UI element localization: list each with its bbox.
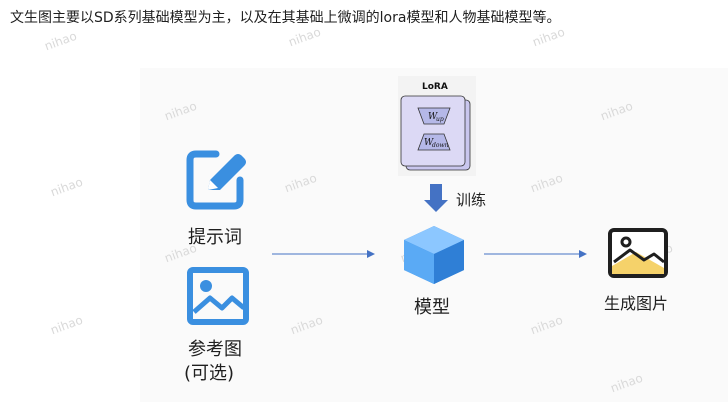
train-label: 训练 (456, 191, 487, 209)
model-label: 模型 (414, 297, 450, 318)
reference-optional-label: (可选) (184, 363, 235, 384)
lora-diagram: W up W down (398, 76, 476, 176)
output-image-icon (608, 228, 668, 278)
w-up-symbol: W (428, 112, 438, 122)
cube-icon (404, 226, 464, 284)
intro-text: 文生图主要以SD系列基础模型为主，以及在其基础上微调的lora模型和人物基础模型… (10, 10, 561, 26)
w-down-symbol: W (424, 138, 434, 148)
train-arrow (424, 184, 448, 212)
lora-title: LoRA (422, 82, 448, 92)
pencil-square-icon (186, 150, 246, 210)
w-up-subscript: up (436, 116, 444, 123)
reference-label: 参考图 (188, 339, 242, 360)
image-icon (187, 267, 249, 325)
output-label: 生成图片 (604, 294, 669, 313)
prompt-label: 提示词 (188, 227, 242, 248)
w-down-subscript: down (432, 142, 449, 149)
